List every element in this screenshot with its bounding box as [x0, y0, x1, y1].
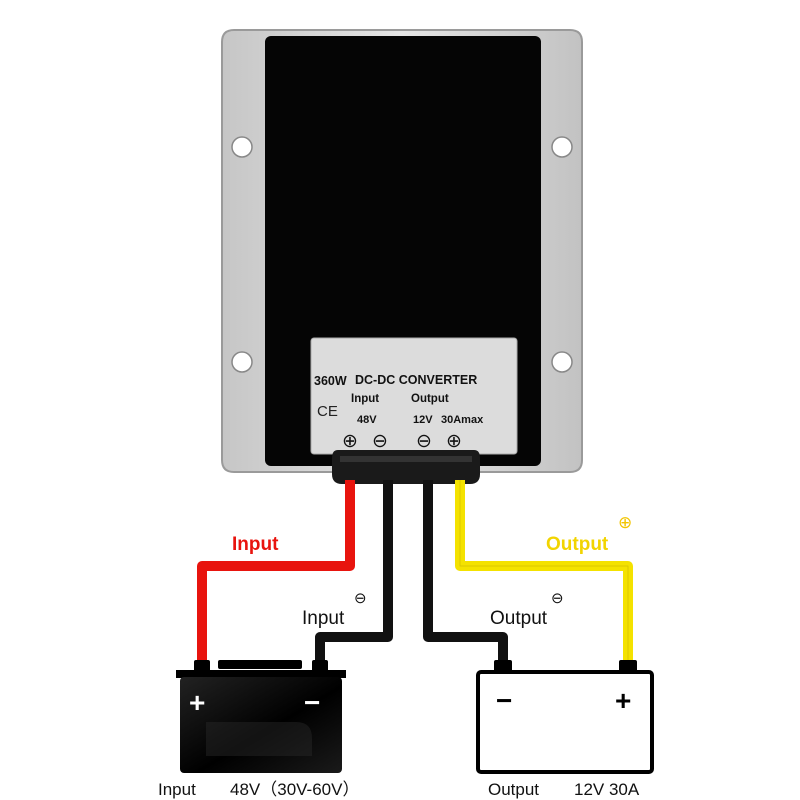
plate-terminal-input-plus: ⊕: [342, 431, 358, 452]
converter-type: DC-DC CONVERTER: [355, 373, 477, 387]
converter-power: 360W: [314, 374, 347, 388]
battery-output-minus: −: [496, 685, 512, 716]
mounting-hole-bottom-left: [231, 351, 253, 373]
plate-terminal-output-minus: ⊖: [416, 431, 432, 452]
plate-output-voltage: 12V: [413, 414, 433, 426]
battery-output-terminal-minus: [494, 660, 512, 673]
plate-input-voltage: 48V: [357, 414, 377, 426]
label-output-negative: Output: [490, 608, 548, 629]
ce-mark: CE: [317, 403, 338, 420]
plus-symbol-output: ⊕: [618, 513, 632, 532]
minus-symbol-input: ⊖: [354, 590, 367, 607]
battery-output-body: [476, 670, 654, 774]
caption-input-label: Input: [158, 780, 196, 799]
battery-output-terminal-plus: [619, 660, 637, 673]
minus-symbol-output: ⊖: [551, 590, 564, 607]
mounting-hole-top-left: [231, 136, 253, 158]
battery-input-terminal-minus: [312, 660, 328, 672]
label-input-negative: Input: [302, 608, 345, 629]
battery-input-terminal-plus: [194, 660, 210, 672]
wire-input-negative: [315, 480, 393, 668]
battery-output-plus: +: [615, 685, 631, 716]
caption-input-spec: 48V（30V-60V）: [230, 780, 359, 799]
caption-output-label: Output: [488, 780, 539, 799]
battery-input-minus: −: [304, 687, 320, 718]
battery-input-body: [180, 677, 342, 773]
converter-label-plate: 360W DC-DC CONVERTER CE Input 48V Output…: [310, 337, 518, 455]
plate-output-label: Output: [411, 393, 449, 405]
plate-output-current: 30Amax: [441, 414, 484, 426]
battery-input-top-bar: [218, 660, 302, 669]
battery-output: − +: [476, 660, 654, 774]
wire-input-positive: [197, 480, 355, 668]
caption-output-spec: 12V 30A: [574, 780, 640, 799]
plate-input-label: Input: [351, 393, 379, 405]
label-output-positive: Output: [546, 534, 609, 555]
cable-gland: [332, 450, 480, 484]
wire-output-negative: [423, 480, 508, 668]
label-input-positive: Input: [232, 534, 279, 555]
plate-terminal-output-plus: ⊕: [446, 431, 462, 452]
battery-input-plus: +: [189, 687, 205, 718]
mounting-hole-bottom-right: [551, 351, 573, 373]
plate-terminal-input-minus: ⊖: [372, 431, 388, 452]
mounting-hole-top-right: [551, 136, 573, 158]
battery-input: + −: [176, 660, 346, 773]
